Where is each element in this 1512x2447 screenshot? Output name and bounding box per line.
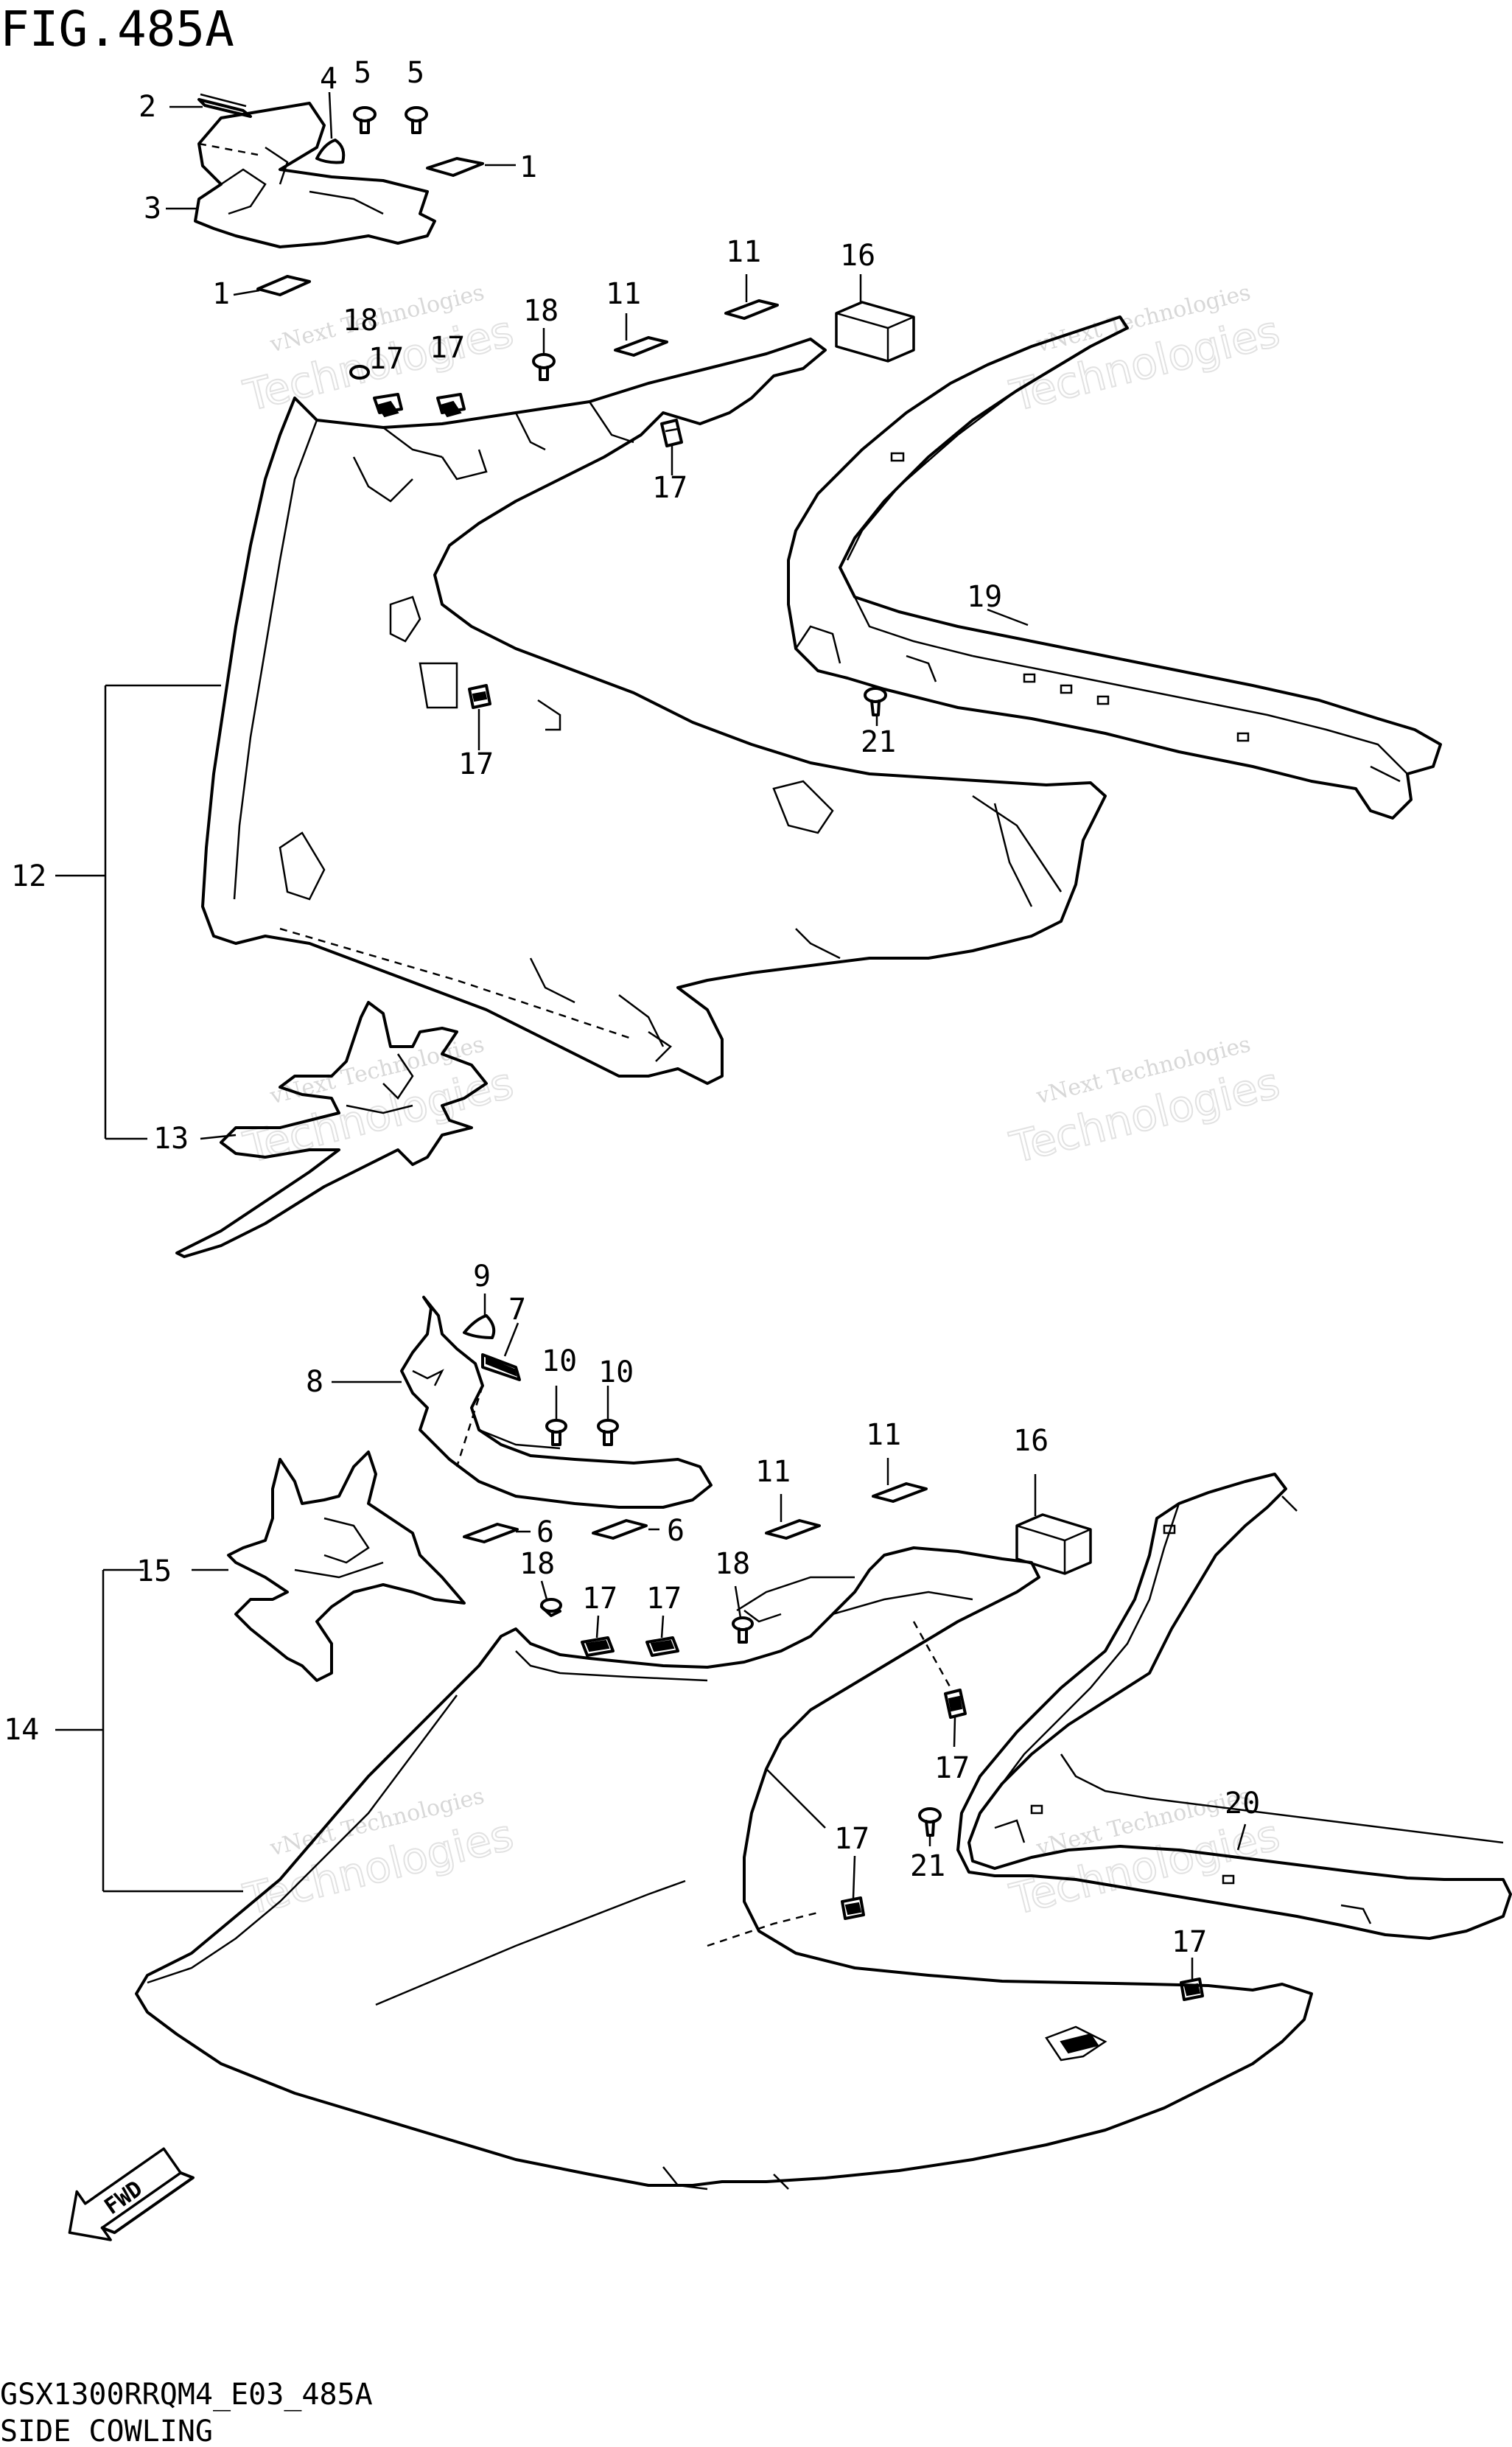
part-11b-pad bbox=[614, 336, 668, 357]
part-16b-foam bbox=[1015, 1513, 1092, 1575]
part-18b-top-screw bbox=[349, 365, 370, 380]
callout-17: 17 bbox=[368, 342, 404, 376]
part-11a-pad bbox=[724, 299, 779, 320]
callout-5: 5 bbox=[407, 56, 424, 90]
part-14-side-cowl bbox=[135, 1546, 1313, 2191]
part-10a-screw bbox=[545, 1419, 567, 1446]
part-18-top-screw bbox=[532, 353, 556, 381]
part-17c-clip bbox=[660, 419, 683, 447]
callout-20: 20 bbox=[1225, 1787, 1260, 1821]
part-18d-screw bbox=[732, 1616, 754, 1644]
callout-21: 21 bbox=[861, 725, 896, 759]
callout-9: 9 bbox=[473, 1260, 491, 1294]
callout-11: 11 bbox=[726, 235, 761, 269]
callout-18: 18 bbox=[519, 1547, 555, 1581]
part-11d-pad bbox=[765, 1519, 821, 1540]
model-code: GSX1300RRQM4_E03_485A bbox=[0, 2378, 373, 2412]
part-17b-clip bbox=[436, 393, 466, 418]
callout-19: 19 bbox=[967, 580, 1002, 614]
callout-15: 15 bbox=[136, 1554, 172, 1588]
figure-caption: SIDE COWLING bbox=[0, 2415, 213, 2447]
part-6a-pad bbox=[463, 1523, 519, 1543]
callout-17: 17 bbox=[1172, 1925, 1207, 1959]
callout-17: 17 bbox=[430, 331, 465, 365]
callout-16: 16 bbox=[840, 239, 875, 273]
part-13-emblem-decal bbox=[175, 1001, 488, 1258]
callout-6: 6 bbox=[667, 1514, 685, 1548]
part-7-strip bbox=[481, 1353, 521, 1381]
callout-10: 10 bbox=[598, 1355, 634, 1389]
callout-labels: 2 4 5 5 1 3 1 11 16 18 11 18 17 17 17 19… bbox=[4, 56, 1260, 1959]
callout-18: 18 bbox=[343, 304, 378, 338]
callout-18: 18 bbox=[715, 1547, 750, 1581]
callout-13: 13 bbox=[153, 1122, 189, 1156]
watermark: vNext Technologies Technologies bbox=[1004, 279, 1285, 422]
callout-4: 4 bbox=[320, 62, 337, 96]
callout-17: 17 bbox=[458, 747, 494, 781]
part-20-rail bbox=[956, 1473, 1512, 1940]
part-3-bracket bbox=[194, 102, 436, 248]
part-11c-pad bbox=[872, 1482, 928, 1503]
callout-14: 14 bbox=[4, 1713, 39, 1747]
callout-3: 3 bbox=[144, 192, 161, 226]
part-1a-pad bbox=[426, 157, 484, 177]
callout-16: 16 bbox=[1013, 1424, 1049, 1458]
part-8-bracket bbox=[400, 1296, 713, 1509]
part-21-screw-top bbox=[864, 687, 887, 716]
callout-6: 6 bbox=[536, 1515, 554, 1549]
part-17f-clip bbox=[645, 1636, 679, 1657]
callout-2: 2 bbox=[139, 90, 156, 124]
callout-10: 10 bbox=[542, 1344, 577, 1378]
figure-title: FIG.485A bbox=[0, 1, 234, 57]
callout-1: 1 bbox=[519, 150, 537, 184]
callout-7: 7 bbox=[508, 1293, 526, 1327]
callout-12: 12 bbox=[11, 859, 46, 893]
part-6b-pad bbox=[592, 1519, 648, 1540]
callout-17: 17 bbox=[834, 1822, 869, 1856]
callout-8: 8 bbox=[306, 1365, 323, 1399]
part-17e-clip bbox=[581, 1636, 615, 1657]
part-10b-screw bbox=[597, 1419, 619, 1446]
watermark: vNext Technologies Technologies bbox=[238, 1031, 519, 1173]
part-5b-screw bbox=[405, 106, 428, 134]
part-17a-clip bbox=[373, 393, 403, 418]
part-5a-screw bbox=[353, 106, 377, 134]
callout-17: 17 bbox=[646, 1582, 682, 1616]
part-21-screw-bottom bbox=[918, 1807, 942, 1837]
watermark: vNext Technologies Technologies bbox=[1004, 1031, 1285, 1173]
part-19-rail bbox=[787, 315, 1442, 820]
callout-11: 11 bbox=[755, 1455, 791, 1489]
part-1b-pad bbox=[256, 275, 311, 296]
part-16-foam bbox=[835, 301, 915, 363]
part-17d-clip bbox=[468, 684, 491, 709]
leader-lines bbox=[55, 91, 1247, 1979]
watermark-group: vNext Technologies Technologies vNext Te… bbox=[238, 279, 1285, 1925]
fwd-arrow: FWD bbox=[68, 2147, 195, 2241]
part-18c-screw bbox=[540, 1598, 562, 1617]
part-17h-clip bbox=[841, 1896, 865, 1920]
callout-17: 17 bbox=[934, 1751, 970, 1785]
part-17g-clip bbox=[912, 1621, 967, 1719]
callout-18: 18 bbox=[523, 294, 559, 328]
part-12-inner-cowl bbox=[201, 338, 1107, 1085]
callout-17: 17 bbox=[652, 471, 687, 505]
callout-11: 11 bbox=[606, 277, 641, 311]
watermark: vNext Technologies Technologies bbox=[238, 1783, 519, 1925]
callout-1: 1 bbox=[212, 277, 230, 311]
callout-11: 11 bbox=[866, 1418, 901, 1452]
part-2-strip bbox=[197, 93, 252, 118]
callout-21: 21 bbox=[910, 1849, 945, 1883]
part-9-clip bbox=[463, 1314, 496, 1339]
callout-17: 17 bbox=[582, 1582, 617, 1616]
part-15-emblem-decal bbox=[227, 1451, 466, 1682]
part-17i-clip bbox=[1180, 1978, 1204, 2001]
part-4-clip bbox=[315, 139, 346, 164]
callout-5: 5 bbox=[354, 56, 371, 90]
